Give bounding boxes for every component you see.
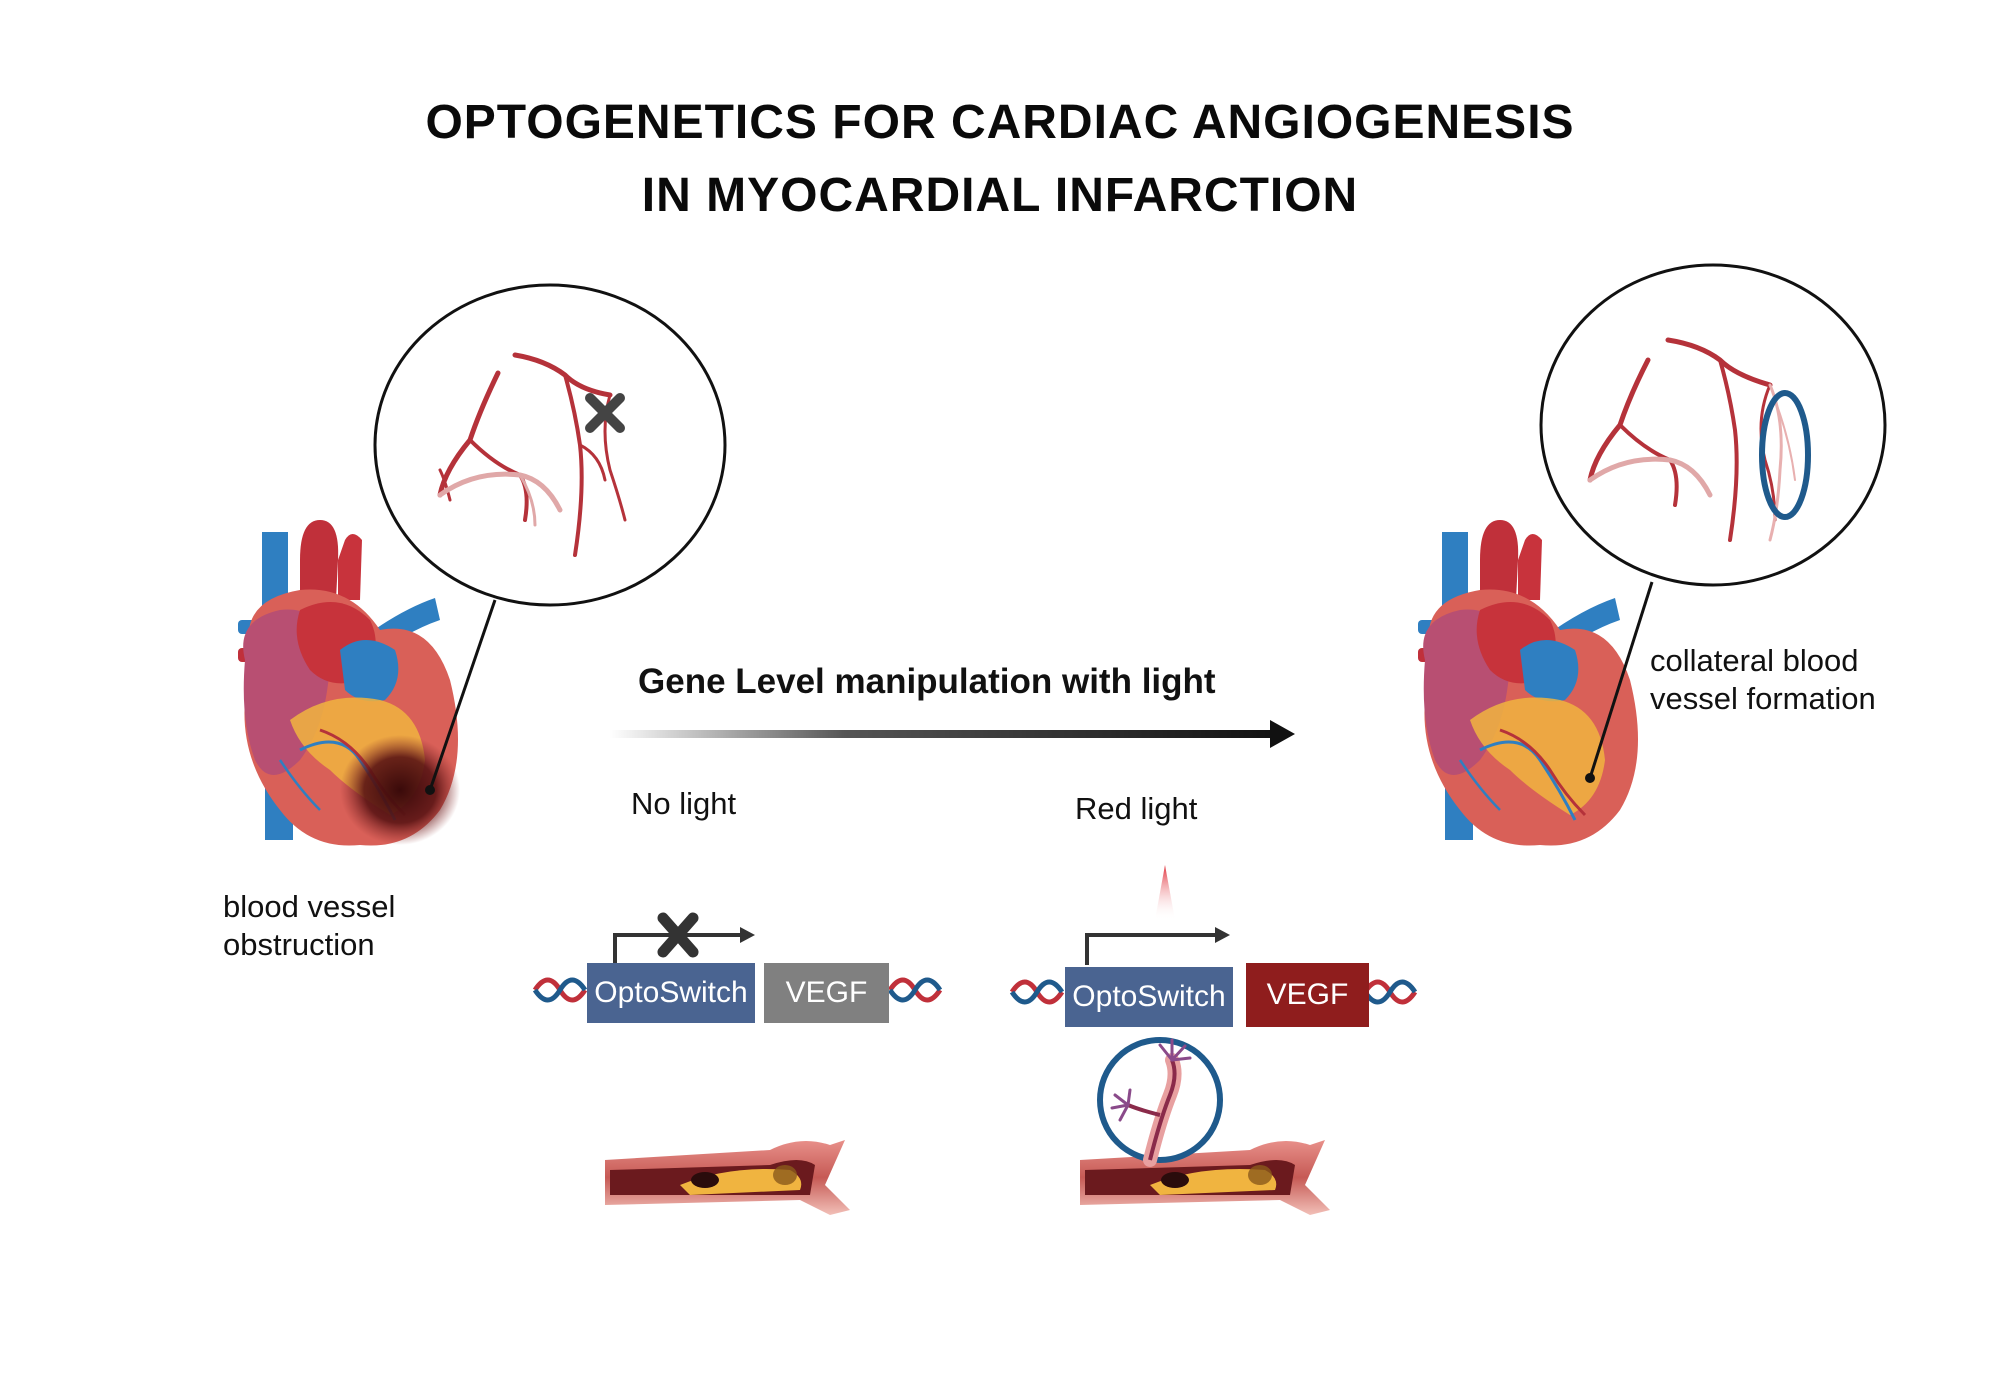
left-heart-caption-line-1: blood vessel bbox=[223, 889, 396, 924]
no-light-promoter-box: OptoSwitch bbox=[587, 963, 755, 1023]
occluded-vessel-left bbox=[605, 1140, 850, 1215]
title-line-1: OPTOGENETICS FOR CARDIAC ANGIOGENESIS bbox=[425, 96, 1575, 149]
right-heart-caption: collateral blood vessel formation bbox=[1650, 642, 1876, 718]
right-zoom-circle bbox=[1539, 263, 1887, 783]
red-light-construct bbox=[1009, 865, 1418, 1005]
red-light-gene-box: VEGF bbox=[1246, 963, 1369, 1027]
left-heart-caption-line-2: obstruction bbox=[223, 927, 375, 962]
no-light-label: No light bbox=[631, 786, 737, 821]
no-light-gene-box: VEGF bbox=[764, 963, 889, 1023]
red-light-promoter-box: OptoSwitch bbox=[1065, 967, 1233, 1027]
right-heart-illustration bbox=[1418, 520, 1638, 846]
arrow-label: Gene Level manipulation with light bbox=[638, 662, 1216, 701]
right-heart-caption-line-1: collateral blood bbox=[1650, 643, 1859, 678]
left-heart-caption: blood vessel obstruction bbox=[223, 888, 395, 964]
no-light-construct bbox=[532, 912, 943, 1003]
left-zoom-circle bbox=[373, 283, 727, 795]
process-arrow bbox=[610, 720, 1295, 748]
title-line-2: IN MYOCARDIAL INFARCTION bbox=[641, 169, 1359, 222]
left-heart-illustration bbox=[238, 520, 460, 846]
collateral-vessel-right bbox=[1080, 1037, 1330, 1215]
right-heart-caption-line-2: vessel formation bbox=[1650, 681, 1876, 716]
red-light-label: Red light bbox=[1075, 791, 1198, 826]
